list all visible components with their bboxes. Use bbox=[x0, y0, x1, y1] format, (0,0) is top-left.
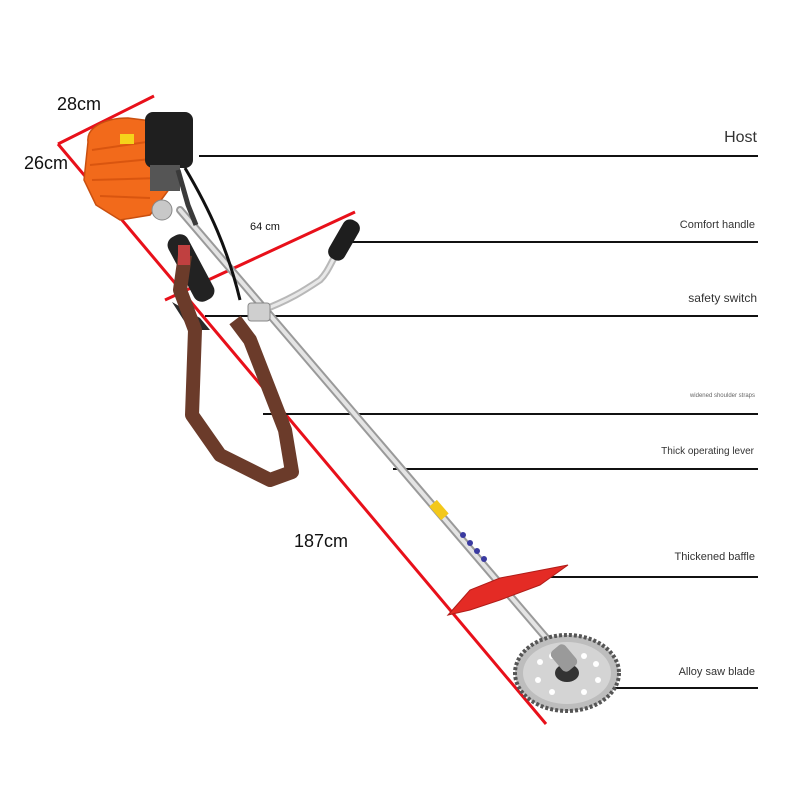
engine-host bbox=[83, 112, 199, 226]
total-length-dimension: 187cm bbox=[294, 531, 349, 551]
engine-width-dimension: 28cm bbox=[57, 94, 102, 114]
handle-width-dimension: 64 cm bbox=[250, 221, 280, 233]
shoulder-straps-label: widened shoulder straps bbox=[689, 393, 755, 399]
comfort-handle-label: Comfort handle bbox=[679, 219, 755, 231]
total-length-dimension-line bbox=[56, 143, 548, 725]
shaft-sticker bbox=[429, 499, 487, 562]
host-label: Host bbox=[724, 129, 757, 146]
engine-height-dimension: 26cm bbox=[24, 153, 69, 173]
safety-switch-label: safety switch bbox=[688, 291, 757, 305]
throttle-cable bbox=[183, 167, 242, 301]
engine-width-dimension-line bbox=[57, 94, 155, 146]
leader-lines bbox=[199, 155, 758, 689]
alloy-saw-blade bbox=[513, 633, 621, 713]
baffle-label: Thickened baffle bbox=[674, 551, 755, 563]
saw-blade-label: Alloy saw blade bbox=[678, 666, 755, 678]
operating-lever-label: Thick operating lever bbox=[661, 446, 754, 457]
comfort-handle-grip bbox=[328, 219, 360, 261]
thickened-baffle bbox=[446, 564, 569, 616]
shoulder-strap bbox=[173, 245, 299, 487]
